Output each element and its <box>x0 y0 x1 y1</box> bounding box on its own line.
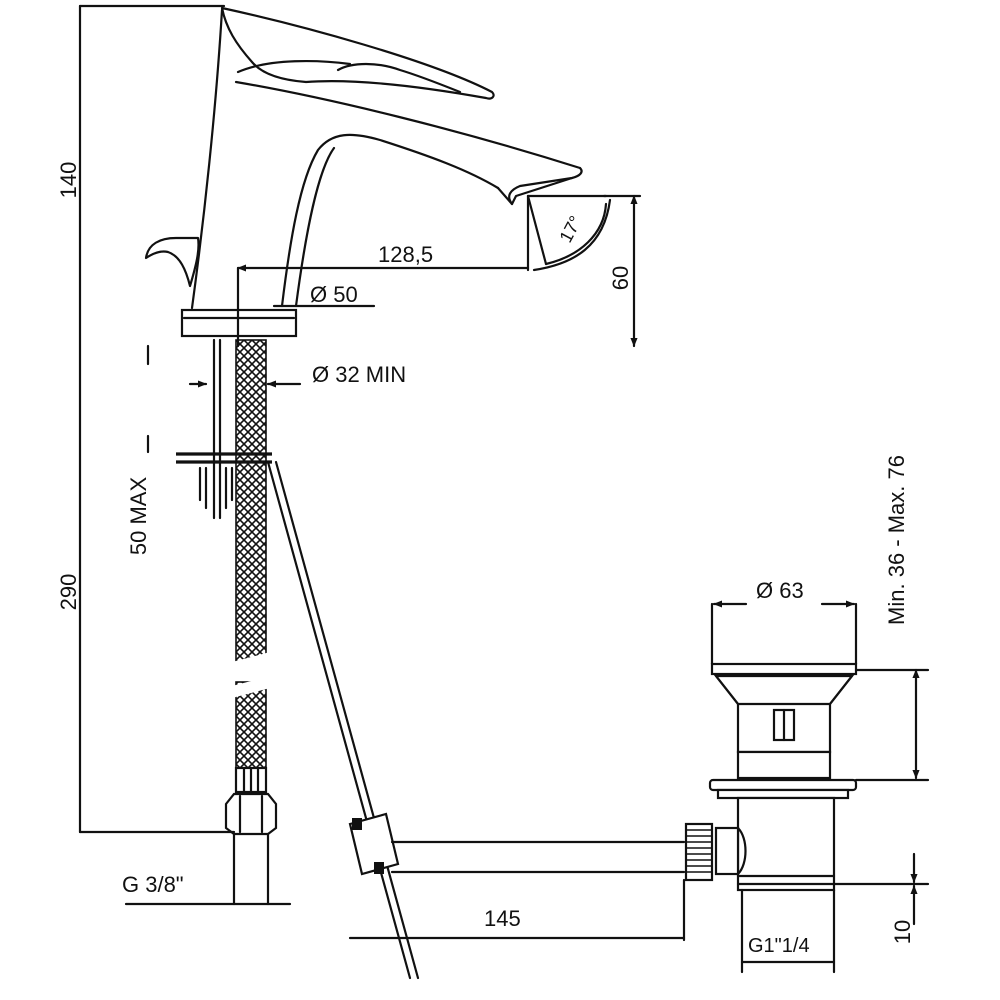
rear-lever <box>144 236 200 288</box>
faucet-body <box>144 6 583 338</box>
braided-hose-upper <box>235 339 267 663</box>
dimension-labels: 140 128,5 Ø 50 Ø 32 MIN 50 MAX 290 60 17… <box>56 162 915 957</box>
spout-aerator <box>496 176 574 206</box>
waste-flange <box>710 662 858 676</box>
label-deck-thickness: 50 MAX <box>126 477 151 556</box>
dimension-lines <box>78 4 930 974</box>
hex-connector-nut <box>224 792 278 836</box>
clamp-screw-bottom <box>374 862 384 874</box>
label-tilt-angle: 17° <box>555 212 585 245</box>
hose-break <box>232 652 270 674</box>
lever-handle <box>220 6 495 100</box>
body-top-line <box>234 80 582 170</box>
waste-neck <box>736 750 832 780</box>
label-total-height: 140 <box>56 162 81 199</box>
label-base-diameter: Ø 50 <box>310 282 358 307</box>
waste-lock-nut <box>708 778 858 792</box>
lever-inner-line <box>236 59 352 74</box>
label-spout-reach: 128,5 <box>378 242 433 267</box>
label-hole-diameter: Ø 32 MIN <box>312 362 406 387</box>
fixing-nut <box>198 466 234 510</box>
knurled-nut <box>684 822 714 882</box>
side-outlet-curve <box>736 826 747 876</box>
waste-assembly <box>684 662 858 892</box>
pull-rod-right <box>274 460 420 980</box>
waste-washer <box>716 788 850 800</box>
cone-inner-right <box>828 674 854 706</box>
label-rod-length: 145 <box>484 906 521 931</box>
cone-inner-left <box>714 674 740 706</box>
lever-slot <box>336 62 462 94</box>
label-inlet-thread: G 3/8" <box>122 872 184 897</box>
label-waste-diameter: Ø 63 <box>756 578 804 603</box>
side-outlet <box>714 826 740 876</box>
body-back-outline <box>190 8 224 310</box>
body-front-curve <box>294 146 336 308</box>
spout-underside <box>280 133 500 308</box>
label-hose-length: 290 <box>56 574 81 611</box>
label-waste-thread: G1"1/4 <box>748 935 810 957</box>
hose-break-lower <box>232 676 270 698</box>
angle-leg <box>526 194 548 266</box>
angle-arc-outer <box>532 198 612 272</box>
clamp-screw-top <box>352 818 362 830</box>
angle-arc <box>544 202 608 266</box>
waste-lower-body <box>736 796 836 892</box>
label-outlet-offset: 10 <box>890 920 915 944</box>
pull-rod-left <box>266 460 412 980</box>
label-basin-thickness: Min. 36 - Max. 76 <box>884 455 909 625</box>
mounting-assembly <box>176 338 278 906</box>
knurl-lines <box>686 829 712 873</box>
pop-up-rod-assembly <box>266 460 686 980</box>
spout-top <box>508 166 583 206</box>
label-spout-height: 60 <box>608 266 633 290</box>
